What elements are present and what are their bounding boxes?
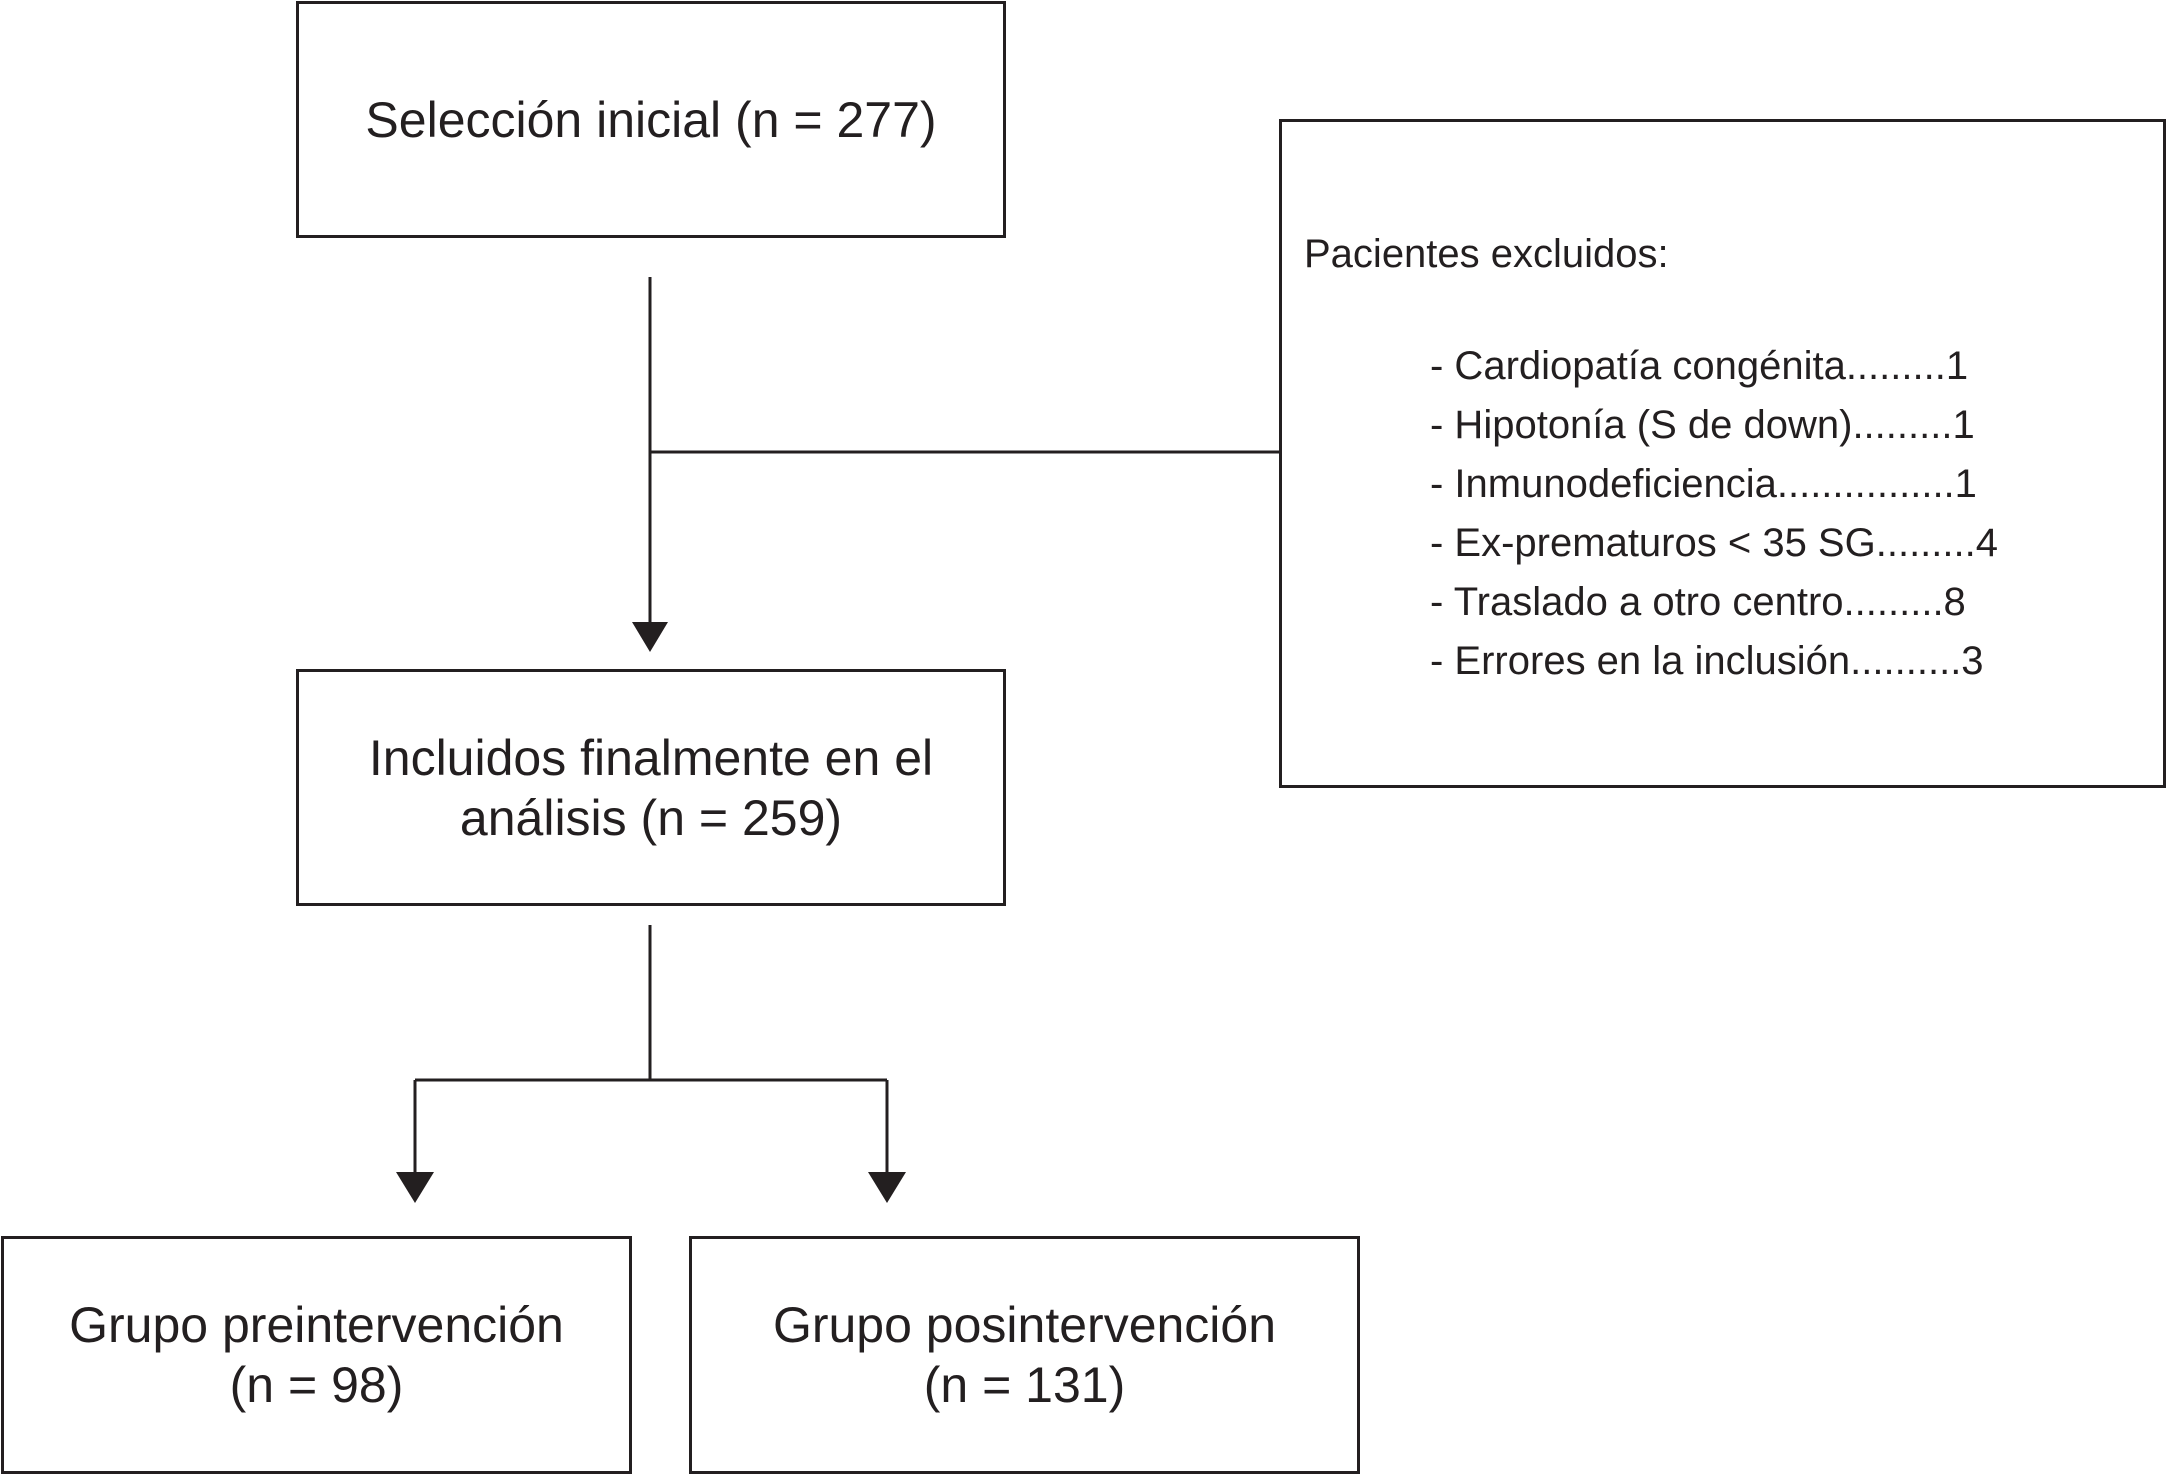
- excluded-patients-box: Pacientes excluidos: - Cardiopatía congé…: [1279, 119, 2166, 788]
- excluded-patients-list: - Cardiopatía congénita.........1 - Hipo…: [1430, 342, 1998, 696]
- excluded-patients-title: Pacientes excluidos:: [1304, 232, 1669, 276]
- post-intervention-line2: (n = 131): [923, 1357, 1126, 1413]
- pre-intervention-line2: (n = 98): [229, 1357, 404, 1413]
- exclusion-item-hipotonia: - Hipotonía (S de down).........1: [1430, 403, 1975, 447]
- initial-selection-label: Selección inicial (n = 277): [365, 91, 937, 148]
- included-analysis-line1: Incluidos finalmente en el: [368, 729, 934, 786]
- initial-selection-box: Selección inicial (n = 277): [296, 1, 1006, 238]
- arrowhead-to-pre: [396, 1172, 434, 1203]
- pre-intervention-group-box: Grupo preintervención (n = 98): [1, 1236, 632, 1474]
- post-intervention-line1: Grupo posintervención: [772, 1297, 1277, 1353]
- exclusion-item-errores: - Errores en la inclusión..........3: [1430, 639, 1984, 683]
- exclusion-item-exprematuros: - Ex-prematuros < 35 SG.........4: [1430, 521, 1998, 565]
- included-analysis-box: Incluidos finalmente en el análisis (n =…: [296, 669, 1006, 906]
- arrowhead-to-included: [632, 622, 668, 652]
- exclusion-item-traslado: - Traslado a otro centro.........8: [1430, 580, 1966, 624]
- exclusion-item-inmunodeficiencia: - Inmunodeficiencia................1: [1430, 462, 1977, 506]
- included-analysis-line2: análisis (n = 259): [459, 789, 843, 846]
- post-intervention-group-box: Grupo posintervención (n = 131): [689, 1236, 1360, 1474]
- pre-intervention-line1: Grupo preintervención: [69, 1297, 564, 1353]
- exclusion-item-cardiopatia: - Cardiopatía congénita.........1: [1430, 344, 1969, 388]
- arrowhead-to-post: [868, 1172, 906, 1203]
